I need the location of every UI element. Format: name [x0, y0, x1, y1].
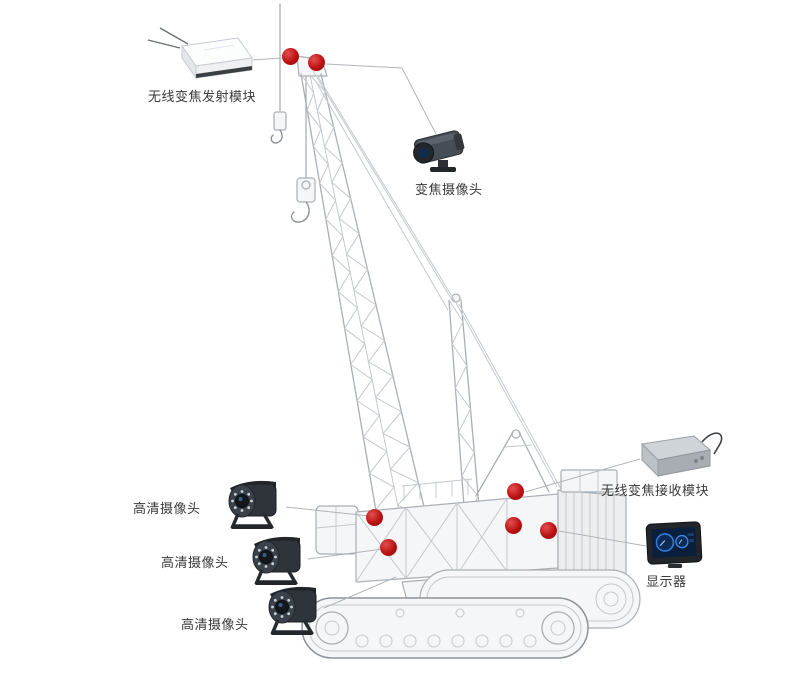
marker-body-right-upper [507, 483, 524, 500]
crawler-tracks [301, 569, 641, 659]
zoom-camera-icon [413, 130, 465, 172]
marker-body-left-upper [366, 509, 383, 526]
zoom-camera-image [410, 122, 476, 176]
receiver-module-icon [640, 432, 723, 478]
marker-body-left-lower [380, 539, 397, 556]
crane-mast-and-cables [312, 70, 562, 521]
label-zoom-camera: 变焦摄像头 [415, 182, 483, 197]
hd-camera-icon [220, 476, 284, 530]
label-monitor: 显示器 [646, 574, 687, 589]
hd-camera-1-image [220, 476, 284, 530]
transmitter-module-icon [147, 27, 253, 80]
hd-camera-3-image [260, 582, 324, 636]
marker-body-right [540, 522, 557, 539]
marker-body-center [505, 517, 522, 534]
hd-camera-2-image [244, 532, 308, 586]
crane-hoist-lines [270, 3, 316, 223]
crane-body [315, 429, 627, 591]
monitor-image [644, 520, 706, 570]
connector-lines [252, 57, 647, 609]
label-receiver: 无线变焦接收模块 [601, 483, 710, 498]
label-hd-camera-2: 高清摄像头 [161, 555, 229, 570]
label-transmitter: 无线变焦发射模块 [148, 89, 257, 104]
transmitter-module-image [146, 24, 258, 86]
hd-camera-icon [260, 582, 324, 636]
label-hd-camera-1: 高清摄像头 [133, 501, 201, 516]
marker-boom-tip-left [282, 48, 299, 65]
label-hd-camera-3: 高清摄像头 [181, 617, 249, 632]
receiver-module-image [618, 420, 730, 482]
monitor-icon [645, 521, 703, 568]
hd-camera-icon [244, 532, 308, 586]
marker-boom-tip-right [308, 54, 325, 71]
